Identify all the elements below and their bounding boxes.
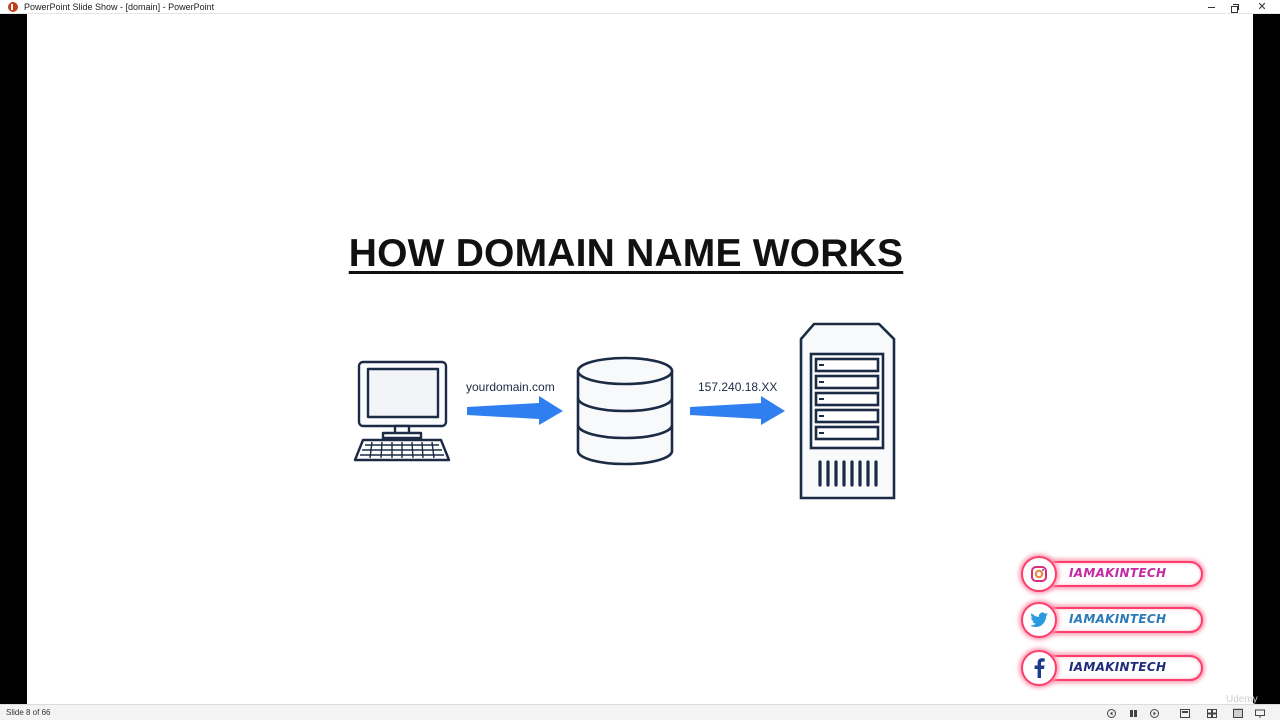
twitter-handle: IAMAKINTECH — [1069, 612, 1167, 626]
slide-title: HOW DOMAIN NAME WORKS — [348, 232, 904, 275]
instagram-icon — [1021, 556, 1057, 592]
powerpoint-icon — [8, 2, 18, 12]
reading-view-button[interactable] — [1233, 708, 1243, 718]
arrow-right-icon — [467, 396, 563, 425]
slideshow-view-button[interactable] — [1255, 708, 1265, 718]
restore-button[interactable] — [1219, 0, 1249, 14]
domain-diagram — [353, 322, 896, 500]
sorter-view-button[interactable] — [1207, 708, 1217, 718]
close-icon: ✕ — [1257, 1, 1267, 13]
facebook-icon — [1021, 650, 1057, 686]
arrow-right-icon — [690, 396, 785, 425]
twitter-icon — [1021, 602, 1057, 638]
previous-icon — [1106, 708, 1116, 718]
normal-view-icon — [1180, 708, 1190, 718]
status-bar: Slide 8 of 66 — [0, 704, 1280, 720]
minimize-icon — [1207, 7, 1215, 8]
minimize-button[interactable] — [1196, 0, 1226, 14]
slide-sorter-button[interactable] — [1128, 708, 1138, 718]
close-button[interactable]: ✕ — [1247, 0, 1277, 14]
window-title: PowerPoint Slide Show - [domain] - Power… — [24, 2, 215, 12]
previous-slide-button[interactable] — [1106, 708, 1116, 718]
reading-view-icon — [1233, 708, 1243, 718]
instagram-handle: IAMAKINTECH — [1069, 566, 1167, 580]
facebook-badge: IAMAKINTECH — [1021, 650, 1205, 686]
next-slide-button[interactable] — [1149, 708, 1159, 718]
twitter-badge: IAMAKINTECH — [1021, 602, 1205, 638]
udemy-watermark: Udemy — [1226, 694, 1258, 705]
slide-canvas[interactable]: HOW DOMAIN NAME WORKS — [27, 14, 1253, 704]
server-icon — [799, 322, 896, 500]
slide-counter: Slide 8 of 66 — [6, 708, 51, 717]
grid-icon — [1129, 709, 1137, 717]
database-icon — [576, 356, 674, 466]
next-icon — [1149, 708, 1159, 718]
computer-icon — [353, 360, 451, 462]
sorter-view-icon — [1207, 708, 1217, 718]
instagram-badge: IAMAKINTECH — [1021, 556, 1205, 592]
normal-view-button[interactable] — [1180, 708, 1190, 718]
window-title-bar: PowerPoint Slide Show - [domain] - Power… — [0, 0, 1280, 14]
slideshow-icon — [1255, 709, 1265, 718]
domain-label: yourdomain.com — [466, 380, 555, 394]
restore-icon — [1230, 3, 1239, 13]
facebook-handle: IAMAKINTECH — [1069, 660, 1167, 674]
ip-address-label: 157.240.18.XX — [698, 380, 778, 394]
